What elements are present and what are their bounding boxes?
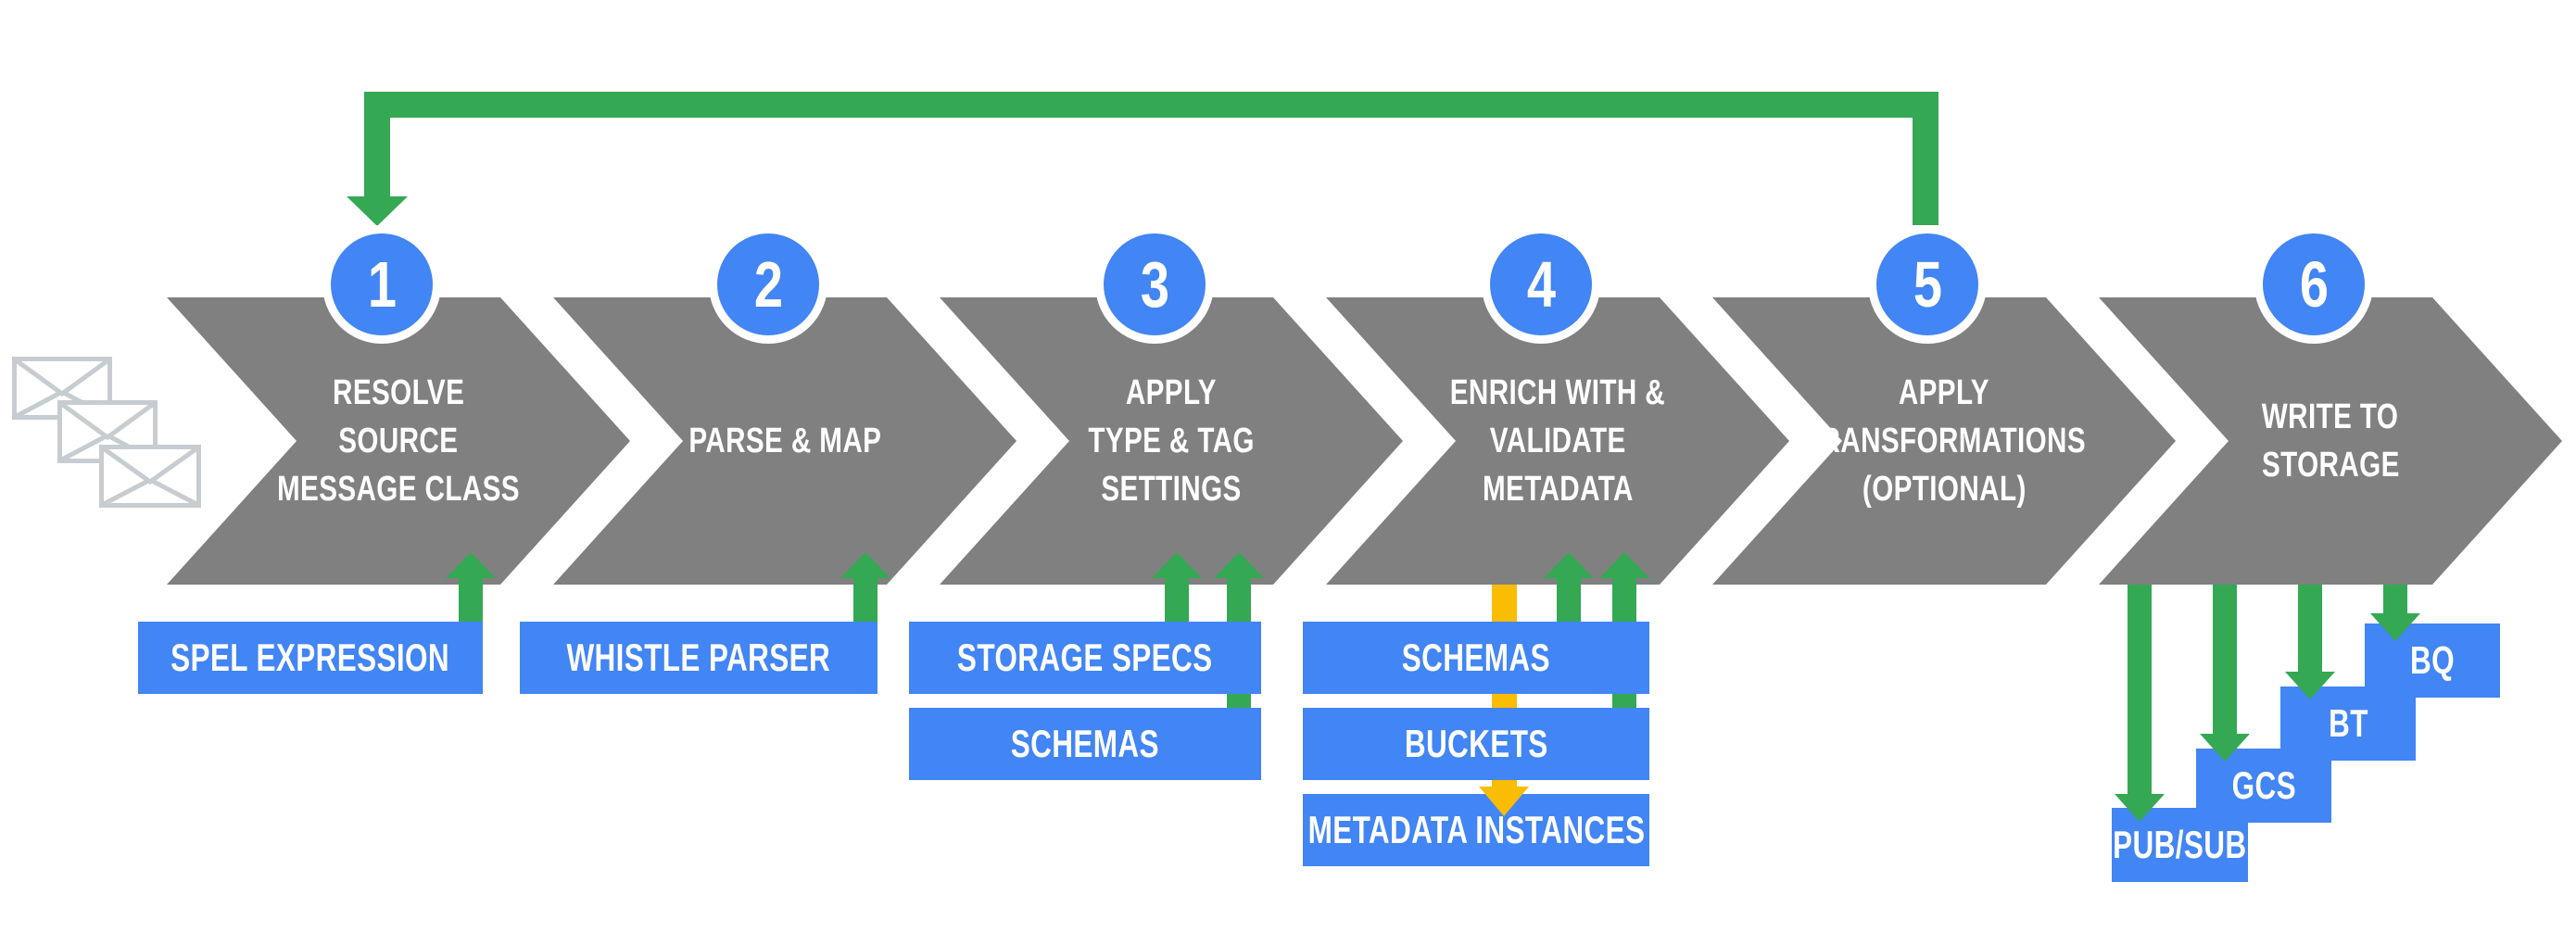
- step-label-line: (OPTIONAL): [1862, 470, 2027, 509]
- attachment-box-metadata-instances: METADATA INSTANCES: [1303, 794, 1649, 866]
- storage-target-box-bq: BQ: [2365, 623, 2500, 698]
- step-badge-2: 2: [709, 225, 827, 344]
- attachment-box-whistle-parser: WHISTLE PARSER: [520, 622, 878, 694]
- green-up-arrow-step2-shaft: [853, 578, 878, 622]
- step-label-line: APPLY: [1898, 373, 1990, 412]
- storage-target-box-pubsub: PUB/SUB: [2112, 808, 2248, 882]
- step-badge-4: 4: [1482, 225, 1600, 344]
- step-number: 5: [1913, 248, 1942, 321]
- step-4-label: ENRICH WITH & VALIDATE METADATA: [1420, 369, 1696, 513]
- loop-arrow-left-segment: [364, 92, 390, 196]
- step-label-line: METADATA: [1482, 470, 1634, 509]
- step-3-label: APPLY TYPE & TAG SETTINGS: [1065, 369, 1278, 513]
- step-6-label: WRITE TO STORAGE: [2242, 393, 2419, 489]
- step-badge-1: 1: [322, 225, 441, 344]
- attachment-box-storage-specs: STORAGE SPECS: [909, 622, 1261, 694]
- step-label-line: RESOLVE: [332, 373, 465, 412]
- attachment-box-schemas-step3: SCHEMAS: [909, 708, 1261, 780]
- step-1-label: RESOLVE SOURCE MESSAGE CLASS: [243, 369, 554, 513]
- loop-arrowhead-down-icon: [347, 196, 408, 226]
- step-label-line: MESSAGE CLASS: [276, 470, 520, 509]
- step-badge-3: 3: [1095, 225, 1214, 344]
- attachment-label: WHISTLE PARSER: [566, 636, 831, 679]
- attachment-label: STORAGE SPECS: [957, 636, 1213, 679]
- storage-target-box-bt: BT: [2280, 686, 2416, 761]
- step-label-line: VALIDATE: [1489, 422, 1626, 460]
- green-down-arrow-gcs-shaft: [2213, 585, 2237, 734]
- step-number: 2: [753, 248, 783, 321]
- step-number: 1: [367, 248, 397, 321]
- step-badge-5: 5: [1868, 225, 1987, 344]
- step-label-line: STORAGE: [2261, 446, 2400, 485]
- envelope-icon: [99, 445, 201, 508]
- step-label-line: WRITE TO: [2262, 397, 2399, 436]
- green-down-arrow-pubsub-shaft: [2128, 585, 2152, 794]
- attachment-label: BUCKETS: [1404, 722, 1548, 765]
- storage-target-label: GCS: [2231, 763, 2296, 807]
- loop-arrow-right-segment: [1913, 118, 1938, 225]
- attachment-label: SPEL EXPRESSION: [170, 636, 450, 679]
- step-2-label: PARSE & MAP: [662, 417, 909, 465]
- green-up-arrow-step3-a-shaft: [1165, 578, 1189, 622]
- storage-target-label: PUB/SUB: [2113, 823, 2247, 866]
- storage-target-label: BT: [2328, 701, 2368, 745]
- green-up-arrow-step4-a-shaft: [1557, 578, 1581, 622]
- loop-arrow-top-bar: [364, 92, 1938, 118]
- step-label-line: TRANSFORMATIONS: [1802, 422, 2086, 460]
- green-down-arrow-bq-shaft: [2383, 585, 2407, 613]
- step-label-line: SOURCE: [338, 422, 459, 460]
- step-label-line: SETTINGS: [1101, 470, 1242, 509]
- green-down-arrow-bt-shaft: [2298, 585, 2322, 672]
- attachment-box-spel-expression: SPEL EXPRESSION: [138, 622, 483, 694]
- step-number: 4: [1526, 248, 1556, 321]
- step-number: 6: [2299, 248, 2329, 321]
- step-label-line: ENRICH WITH &: [1449, 373, 1666, 412]
- green-up-arrow-step1-shaft: [459, 578, 483, 622]
- step-number: 3: [1140, 248, 1169, 321]
- attachment-label: SCHEMAS: [1010, 722, 1160, 765]
- step-label-line: PARSE & MAP: [688, 422, 881, 460]
- storage-target-label: BQ: [2410, 638, 2455, 682]
- step-5-label: APPLY TRANSFORMATIONS (OPTIONAL): [1763, 369, 2126, 513]
- step-label-line: TYPE & TAG: [1088, 422, 1255, 460]
- step-label-line: APPLY: [1125, 373, 1218, 412]
- attachment-box-schemas-step4: SCHEMAS: [1303, 622, 1649, 694]
- attachment-label: SCHEMAS: [1401, 636, 1551, 679]
- step-badge-6: 6: [2254, 225, 2373, 344]
- attachment-box-buckets: BUCKETS: [1303, 708, 1649, 780]
- attachment-label: METADATA INSTANCES: [1307, 808, 1645, 851]
